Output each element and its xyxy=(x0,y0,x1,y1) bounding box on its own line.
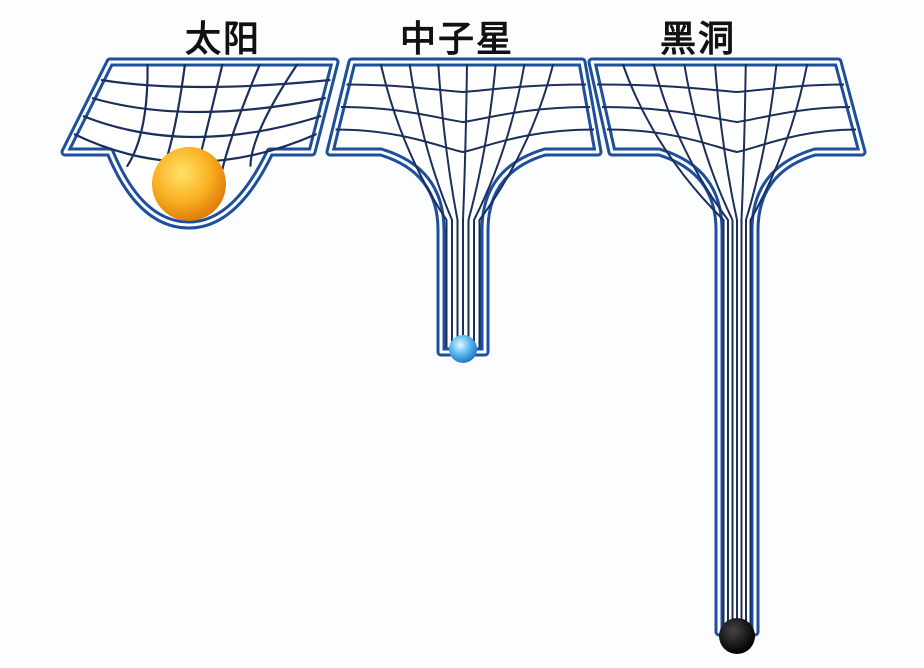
neutron-star-grid-outline-inner xyxy=(328,60,600,354)
neutron-star-ball xyxy=(449,335,477,363)
sun-grid-line xyxy=(125,63,149,168)
neutron-star-grid-line xyxy=(408,63,453,348)
black-hole-grid-line xyxy=(740,63,747,628)
neutron-star-grid-line xyxy=(437,63,459,348)
neutron-star-grid-line xyxy=(473,63,526,348)
sun-grid-line xyxy=(249,63,299,167)
sun-grid-line xyxy=(100,78,331,89)
neutron-star-grid-line xyxy=(346,83,587,93)
label-neutron-star: 中子星 xyxy=(400,19,515,60)
neutron-star-grid-line xyxy=(335,128,595,153)
black-hole-grid-line xyxy=(745,63,778,628)
label-black-hole: 黑洞 xyxy=(660,19,737,60)
sun-grid-line xyxy=(82,114,322,139)
black-hole-grid-line xyxy=(621,63,725,628)
label-sun: 太阳 xyxy=(185,19,262,60)
neutron-star-grid-line xyxy=(340,106,591,123)
sun-grid-line xyxy=(91,96,327,114)
black-hole-grid-line xyxy=(714,63,738,628)
black-hole-grid-line xyxy=(596,83,845,93)
black-hole-grid-line xyxy=(606,128,857,153)
black-hole-grid-line xyxy=(601,106,851,123)
black-hole-grid-outline-inner xyxy=(590,60,864,634)
neutron-star-grid-line xyxy=(467,63,497,348)
black-hole-ball xyxy=(719,618,755,654)
sun-ball xyxy=(152,147,226,221)
sun-grid-outline-inner xyxy=(63,60,337,227)
black-hole-grid-line xyxy=(683,63,734,628)
